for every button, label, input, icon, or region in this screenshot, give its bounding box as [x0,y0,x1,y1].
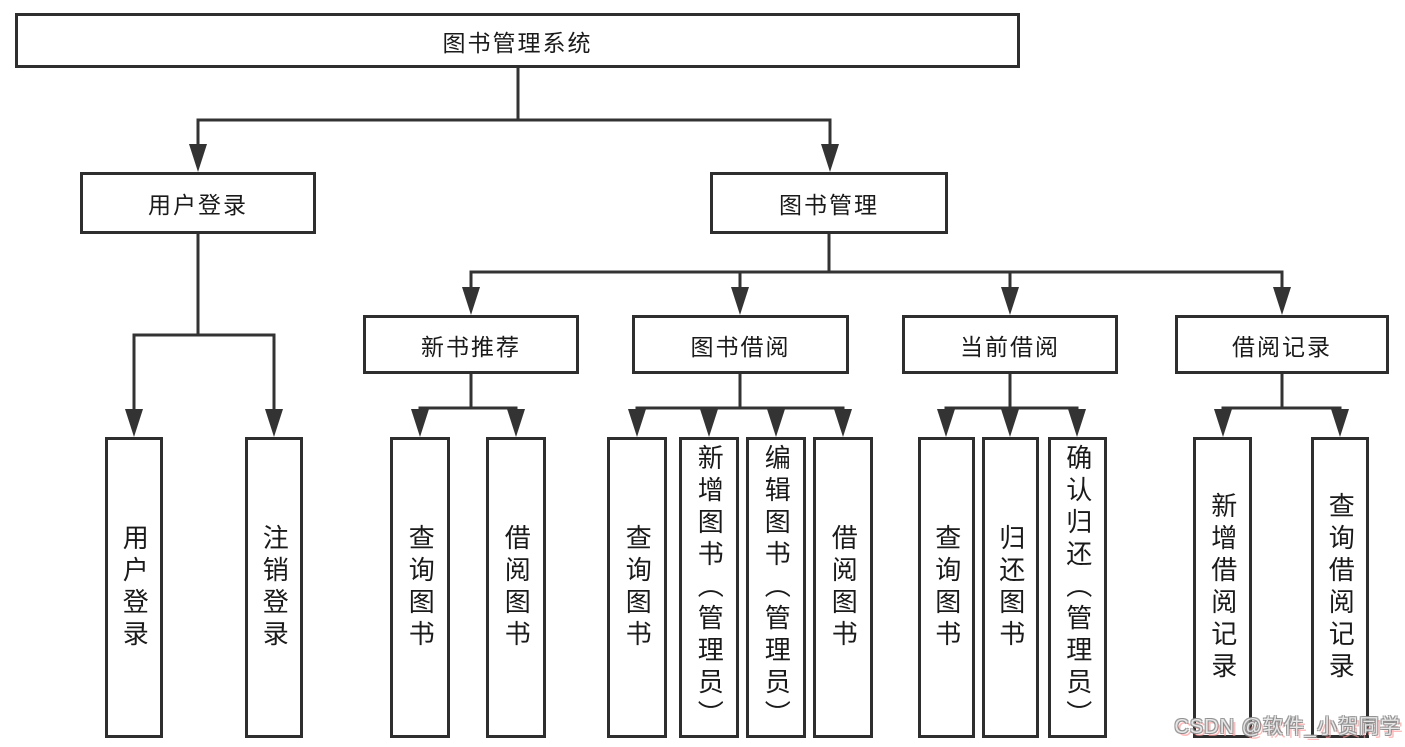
node-label: 借阅图书 [828,523,859,652]
node-label: 借阅图书 [501,523,532,652]
leaf-return-book: 归还图书 [982,437,1039,738]
node-label: 注销登录 [259,523,290,652]
leaf-borrow-books: 借阅图书 [813,437,873,738]
node-root: 图书管理系统 [15,13,1020,68]
node-label: 确认归还（管理员） [1062,443,1093,732]
node-label: 用户登录 [119,523,150,652]
node-label: 当前借阅 [960,333,1060,360]
leaf-logout: 注销登录 [245,437,303,738]
node-label: 查询图书 [931,523,962,652]
node-borrow-records: 借阅记录 [1175,315,1389,374]
node-label: 归还图书 [995,523,1026,652]
node-book-management: 图书管理 [710,172,948,234]
leaf-borrow-books-recommend: 借阅图书 [486,437,546,738]
node-label: 新增图书（管理员） [694,443,725,732]
leaf-user-login: 用户登录 [105,437,163,738]
node-label: 用户登录 [148,192,248,218]
node-label: 查询借阅记录 [1325,491,1356,684]
leaf-confirm-return-admin: 确认归还（管理员） [1048,437,1107,738]
leaf-query-borrow-record: 查询借阅记录 [1311,437,1369,738]
leaf-add-book-admin: 新增图书（管理员） [679,437,739,738]
leaf-edit-book-admin: 编辑图书（管理员） [746,437,806,738]
node-user-login: 用户登录 [80,172,316,234]
node-label: 图书管理系统 [442,29,593,56]
node-book-borrow: 图书借阅 [632,315,849,374]
node-label: 查询图书 [622,523,653,652]
leaf-query-books-borrow: 查询图书 [607,437,667,738]
node-label: 新增借阅记录 [1207,491,1238,684]
node-label: 图书借阅 [690,333,791,360]
leaf-query-books-current: 查询图书 [918,437,975,738]
node-label: 编辑图书（管理员） [761,443,792,732]
node-new-book-recommend: 新书推荐 [363,315,579,374]
leaf-add-borrow-record: 新增借阅记录 [1193,437,1252,738]
node-label: 图书管理 [779,192,879,218]
node-label: 新书推荐 [421,333,521,360]
leaf-query-books-recommend: 查询图书 [390,437,450,738]
node-label: 查询图书 [405,523,436,652]
node-current-borrow: 当前借阅 [902,315,1118,374]
node-label: 借阅记录 [1232,333,1332,360]
